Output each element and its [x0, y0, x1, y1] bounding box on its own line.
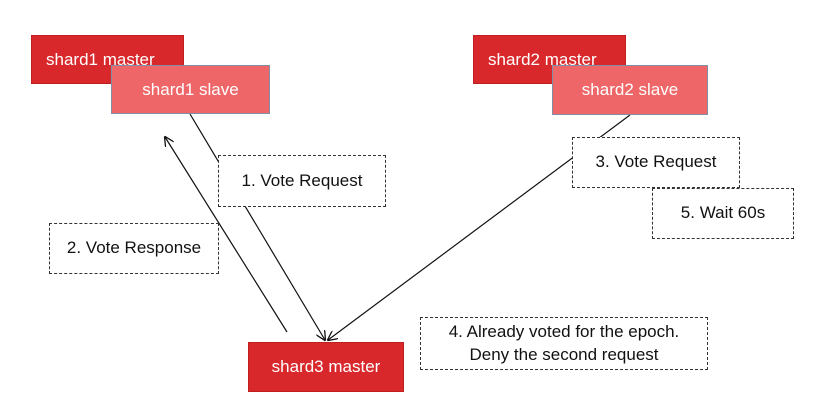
shard3-master-node: shard3 master: [248, 342, 404, 392]
note-vote-request-3: 3. Vote Request: [572, 137, 740, 188]
shard2-slave-node: shard2 slave: [552, 65, 708, 115]
shard2-slave-label: shard2 slave: [581, 80, 679, 99]
arrow-shard3-to-shard1: [165, 137, 288, 333]
shard1-slave-label: shard1 slave: [142, 79, 239, 99]
note-wait-5-text: 5. Wait 60s: [680, 203, 766, 223]
note-vote-request-3-text: 3. Vote Request: [595, 152, 717, 172]
note-already-voted-4: 4. Already voted for the epoch. Deny the…: [420, 317, 708, 370]
note-vote-request-1-text: 1. Vote Request: [241, 170, 363, 190]
arrow-shard1-to-shard3: [189, 113, 325, 340]
note-already-voted-4-line2: Deny the second request: [469, 344, 659, 364]
note-vote-response-2-text: 2. Vote Response: [66, 238, 202, 258]
note-wait-5: 5. Wait 60s: [652, 188, 794, 239]
note-vote-request-1: 1. Vote Request: [218, 155, 386, 207]
shard2-master-label: shard2 master: [488, 49, 597, 69]
note-already-voted-4-line1: 4. Already voted for the epoch.: [448, 322, 680, 342]
shard1-slave-node: shard1 slave: [111, 65, 270, 114]
shard3-master-label: shard3 master: [271, 357, 381, 376]
note-vote-response-2: 2. Vote Response: [49, 223, 219, 274]
shard1-master-label: shard1 master: [46, 49, 155, 69]
